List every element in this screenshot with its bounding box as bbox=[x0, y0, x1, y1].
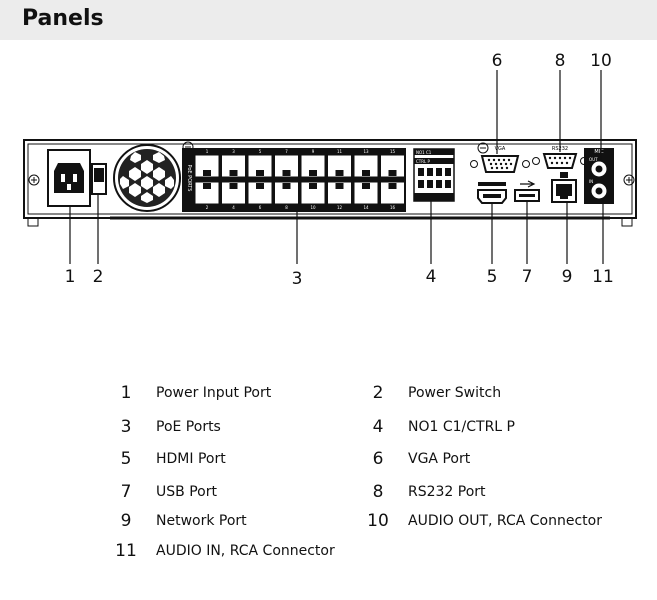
network-port bbox=[551, 172, 577, 203]
legend-label: AUDIO OUT, RCA Connector bbox=[408, 513, 602, 529]
poe-jack-notch bbox=[282, 170, 291, 176]
poe-port-number: 11 bbox=[337, 149, 343, 154]
legend-number: 11 bbox=[115, 541, 137, 561]
legend-item: 6 VGA Port bbox=[358, 448, 471, 470]
callout-1: 1 bbox=[65, 267, 76, 287]
power-input-port bbox=[47, 149, 91, 207]
legend-item: 8 RS232 Port bbox=[358, 481, 486, 503]
callout-8: 8 bbox=[555, 51, 566, 71]
legend-item: 11 AUDIO IN, RCA Connector bbox=[106, 540, 335, 562]
poe-jack-notch bbox=[362, 183, 370, 189]
poe-port-number: 10 bbox=[310, 205, 316, 210]
mic-label: MIC bbox=[594, 149, 604, 155]
legend-label: NO1 C1/CTRL P bbox=[408, 419, 515, 435]
poe-jack-notch bbox=[256, 170, 264, 176]
legend-label: USB Port bbox=[156, 484, 217, 500]
leader-lines bbox=[69, 70, 604, 264]
poe-jack-notch bbox=[229, 183, 238, 189]
legend-number: 2 bbox=[372, 383, 384, 403]
out-label: OUT bbox=[589, 157, 598, 162]
legend-label: AUDIO IN, RCA Connector bbox=[156, 543, 335, 559]
poe-jack-notch bbox=[282, 183, 291, 189]
callout-6: 6 bbox=[492, 51, 503, 71]
fan-icon bbox=[113, 144, 181, 212]
poe-jack-notch bbox=[203, 170, 211, 176]
vga-label: VGA bbox=[495, 146, 506, 152]
poe-jack-notch bbox=[229, 170, 238, 176]
poe-jack-notch bbox=[256, 183, 264, 189]
audio-block: MIC OUT IN bbox=[584, 148, 614, 204]
alarm-out-label: NO1 C1 bbox=[416, 150, 432, 155]
poe-port-number: 4 bbox=[232, 205, 235, 210]
legend-item: 10 AUDIO OUT, RCA Connector bbox=[358, 510, 602, 532]
poe-port-number: 7 bbox=[285, 149, 288, 154]
poe-port-number: 12 bbox=[337, 205, 343, 210]
legend-item: 1 Power Input Port bbox=[106, 382, 272, 404]
legend-number: 5 bbox=[120, 449, 132, 469]
poe-port-number: 16 bbox=[390, 205, 396, 210]
poe-jack-notch bbox=[388, 183, 397, 189]
legend-number: 10 bbox=[367, 511, 389, 531]
callout-10: 10 bbox=[590, 51, 612, 71]
callout-9: 9 bbox=[562, 267, 573, 287]
legend-number: 1 bbox=[120, 383, 132, 403]
poe-port-number: 5 bbox=[259, 149, 262, 154]
poe-port-number: 9 bbox=[312, 149, 315, 154]
in-label: IN bbox=[589, 179, 593, 184]
legend-number: 6 bbox=[372, 449, 384, 469]
poe-port-number: 2 bbox=[206, 205, 209, 210]
header-bar bbox=[0, 0, 657, 40]
legend-number: 3 bbox=[120, 417, 132, 437]
poe-jack-notch bbox=[335, 170, 344, 176]
legend-item: 9 Network Port bbox=[106, 510, 247, 532]
legend-label: Power Switch bbox=[408, 385, 502, 401]
screw-icon bbox=[28, 141, 635, 186]
poe-label: PoE PORTS bbox=[186, 165, 192, 192]
legend-item: 2 Power Switch bbox=[358, 382, 502, 404]
poe-jack-notch bbox=[309, 170, 317, 176]
legend-item: 4 NO1 C1/CTRL P bbox=[358, 416, 515, 438]
legend-label: PoE Ports bbox=[156, 419, 221, 435]
poe-port-number: 13 bbox=[363, 149, 369, 154]
callout-11: 11 bbox=[592, 267, 614, 287]
poe-port-number: 6 bbox=[259, 205, 262, 210]
poe-port-number: 8 bbox=[285, 205, 288, 210]
legend-number: 4 bbox=[372, 417, 384, 437]
power-switch bbox=[91, 163, 107, 195]
page-title: Panels bbox=[22, 6, 104, 31]
callout-3: 3 bbox=[292, 269, 303, 289]
legend-label: VGA Port bbox=[408, 451, 471, 467]
poe-jack-notch bbox=[309, 183, 317, 189]
callout-7: 7 bbox=[522, 267, 533, 287]
callout-4: 4 bbox=[426, 267, 437, 287]
callout-numbers: 1 2 3 4 5 6 7 8 9 10 11 bbox=[65, 51, 614, 289]
legend-number: 9 bbox=[120, 511, 132, 531]
legend-item: 5 HDMI Port bbox=[106, 448, 226, 470]
alarm-terminal: NO1 C1 CTRL P bbox=[413, 148, 455, 202]
poe-jack-notch bbox=[362, 170, 370, 176]
legend-label: HDMI Port bbox=[156, 451, 226, 467]
legend-number: 7 bbox=[120, 482, 132, 502]
legend-label: Power Input Port bbox=[156, 385, 272, 401]
hdmi-port bbox=[477, 182, 507, 204]
legend-label: RS232 Port bbox=[408, 484, 486, 500]
poe-port-number: 14 bbox=[363, 205, 369, 210]
poe-port-number: 15 bbox=[390, 149, 396, 154]
legend-number: 8 bbox=[372, 482, 384, 502]
poe-jack-notch bbox=[203, 183, 211, 189]
legend-item: 3 PoE Ports bbox=[106, 416, 221, 438]
poe-jack-notch bbox=[335, 183, 344, 189]
callout-5: 5 bbox=[487, 267, 498, 287]
poe-jack-notch bbox=[388, 170, 397, 176]
legend-label: Network Port bbox=[156, 513, 247, 529]
poe-port-number: 1 bbox=[206, 149, 209, 154]
alarm-ctrl-label: CTRL P bbox=[416, 159, 431, 164]
callout-2: 2 bbox=[93, 267, 104, 287]
poe-port-number: 3 bbox=[232, 149, 235, 154]
legend-item: 7 USB Port bbox=[106, 481, 217, 503]
vga-port: VGA bbox=[470, 146, 530, 173]
